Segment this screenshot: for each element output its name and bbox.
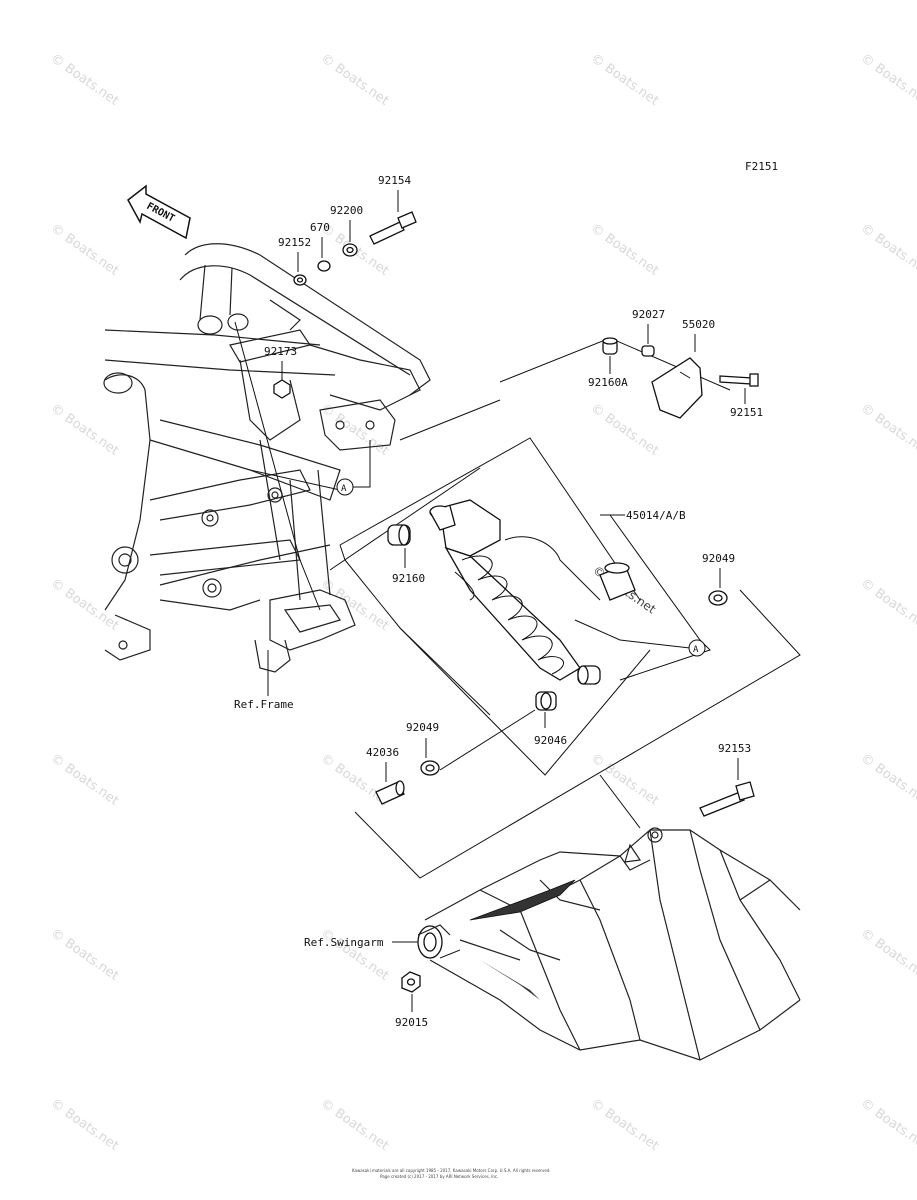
- part-label-92152: 92152: [278, 236, 311, 249]
- part-label-92160: 92160: [392, 572, 425, 585]
- watermark: © Boats.net: [318, 51, 392, 109]
- watermark: © Boats.net: [858, 401, 917, 459]
- seal-92049-right: 92049: [354, 552, 801, 879]
- watermark: © Boats.net: [858, 221, 917, 279]
- shock-absorber-group: 45014/A/B 92160 A: [329, 437, 711, 776]
- part-label-92046: 92046: [534, 734, 567, 747]
- part-label-42036: 42036: [366, 746, 399, 759]
- watermark: © Boats.net: [858, 751, 917, 809]
- part-label-55020: 55020: [682, 318, 715, 331]
- part-label-92027: 92027: [632, 308, 665, 321]
- bearing-92046: 92046: [439, 691, 567, 771]
- callout-letter: A: [341, 484, 347, 494]
- watermark: © Boats.net: [858, 51, 917, 109]
- swingarm-drawing: 92153: [417, 742, 801, 1061]
- part-label-92151: 92151: [730, 406, 763, 419]
- ref-frame-label: Ref.Frame: [234, 698, 294, 711]
- callout-a-frame: A: [336, 440, 371, 496]
- sleeve-42036: 42036: [366, 746, 405, 805]
- part-label-670: 670: [310, 221, 330, 234]
- copyright-line-1: Kawasaki materials are all copyright 198…: [352, 1168, 551, 1173]
- watermark: © Boats.net: [588, 1096, 662, 1154]
- watermark: © Boats.net: [48, 51, 122, 109]
- part-label-92015: 92015: [395, 1016, 428, 1029]
- frame-drawing: [103, 243, 431, 673]
- part-label-92160A: 92160A: [588, 376, 628, 389]
- part-label-92154: 92154: [378, 174, 411, 187]
- watermark: © Boats.net: [858, 1096, 917, 1154]
- bolt-92154: 92154: [369, 174, 417, 245]
- watermark: © Boats.net: [48, 751, 122, 809]
- watermark: © Boats.net: [48, 576, 122, 634]
- watermark: © Boats.net: [858, 576, 917, 634]
- part-label-92049-right: 92049: [702, 552, 735, 565]
- washer-92200: 92200: [330, 204, 363, 257]
- copyright-line-2: Page created (c) 2017 - 2017 by ARI Netw…: [380, 1174, 498, 1179]
- watermark: © Boats.net: [48, 221, 122, 279]
- part-label-45014: 45014/A/B: [626, 509, 686, 522]
- diagram-code: F2151: [745, 160, 778, 173]
- bracket-group: 92027 55020 92160A 92151: [399, 308, 763, 441]
- watermark: © Boats.net: [48, 401, 122, 459]
- watermark: © Boats.net: [318, 926, 392, 984]
- callout-letter: A: [693, 645, 699, 655]
- part-label-92049-left: 92049: [406, 721, 439, 734]
- watermark: © Boats.net: [588, 221, 662, 279]
- oring-670: 670: [310, 221, 331, 272]
- ref-swingarm-label: Ref.Swingarm: [304, 936, 384, 949]
- washer-92152: 92152: [278, 236, 311, 286]
- nut-92015: 92015: [395, 971, 428, 1029]
- watermark: © Boats.net: [588, 751, 662, 809]
- watermark: © Boats.net: [858, 926, 917, 984]
- watermark: © Boats.net: [48, 1096, 122, 1154]
- part-label-92153: 92153: [718, 742, 751, 755]
- part-label-92173: 92173: [264, 345, 297, 358]
- seal-92049-left: 92049: [406, 721, 440, 776]
- nut-92173: 92173: [264, 345, 297, 399]
- watermark: © Boats.net: [318, 1096, 392, 1154]
- part-label-92200: 92200: [330, 204, 363, 217]
- watermark: © Boats.net: [588, 401, 662, 459]
- watermark: © Boats.net: [48, 926, 122, 984]
- front-arrow-icon: FRONT: [127, 184, 191, 240]
- watermark: © Boats.net: [588, 51, 662, 109]
